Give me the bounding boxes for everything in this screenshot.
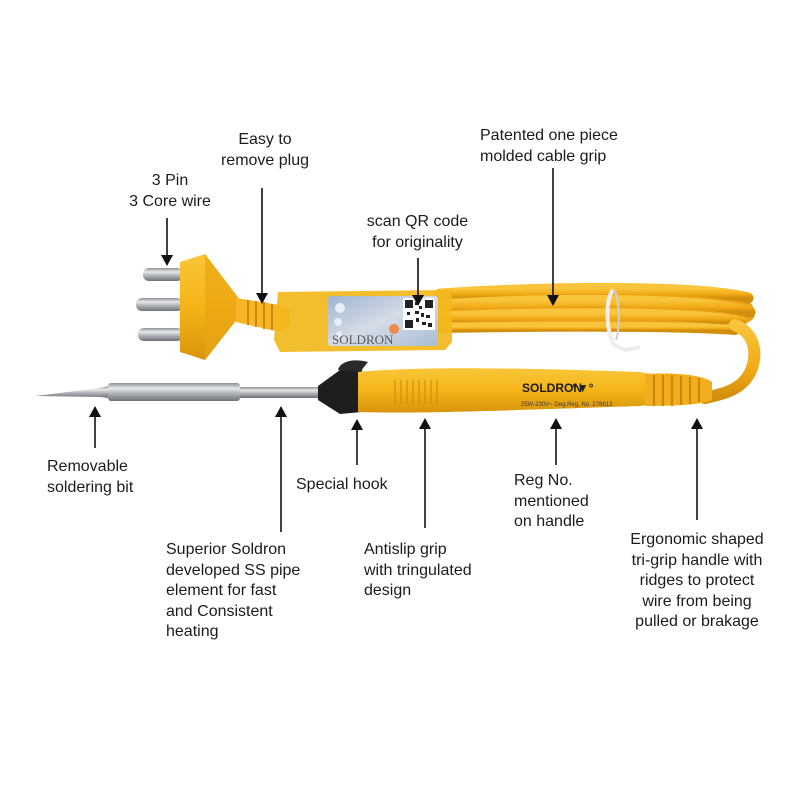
- plug-pins: [136, 268, 183, 341]
- callout-removable-bit: Removable soldering bit: [47, 458, 134, 496]
- callout-reg-no: Reg No. mentioned on handle: [514, 472, 589, 530]
- callout-arrows: [89, 168, 703, 532]
- handle-reg-print: 25W-230V~ Deg.Reg. No. 276613: [521, 402, 613, 408]
- handle: SOLDRON °▼° 25W-230V~ Deg.Reg. No. 27661…: [358, 368, 712, 413]
- special-hook: [318, 360, 368, 414]
- callout-ergonomic-handle: Ergonomic shaped tri-grip handle with ri…: [630, 531, 764, 630]
- callout-3-pin-3-core-wire: 3 Pin 3 Core wire: [129, 172, 211, 210]
- callout-molded-cable-grip: Patented one piece molded cable grip: [480, 127, 618, 165]
- handle-brand: SOLDRON: [522, 381, 582, 395]
- callout-scan-qr-code: scan QR code for originality: [366, 213, 469, 251]
- sticker-brand: SOLDRON: [332, 332, 394, 347]
- callout-special-hook: Special hook: [296, 476, 388, 493]
- svg-text:°▼°: °▼°: [572, 381, 594, 395]
- plug-body: [180, 254, 290, 360]
- callout-easy-remove-plug: Easy to remove plug: [220, 131, 310, 169]
- callout-ss-pipe-element: Superior Soldron developed SS pipe eleme…: [166, 541, 301, 640]
- molded-cable-grip: SOLDRON: [274, 290, 452, 352]
- coiled-cable: [434, 282, 761, 404]
- soldering-bit: [35, 383, 322, 401]
- callout-antislip-grip: Antislip grip with tringulated design: [364, 541, 472, 599]
